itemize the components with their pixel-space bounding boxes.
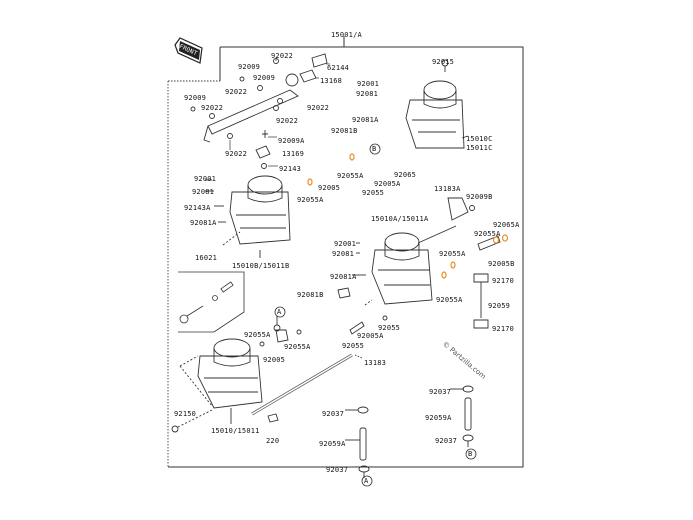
callout-label: 92170 (492, 277, 515, 285)
callout-label: 16021 (195, 254, 218, 262)
callout-label: 92055A (436, 296, 463, 304)
callout-label: 92055A (284, 343, 311, 351)
callout-label: 15010A/15011A (371, 215, 429, 223)
callout-label: 15010B/15011B (232, 262, 290, 270)
callout-label: 13183 (364, 359, 387, 367)
callout-label: 92081 (356, 90, 379, 98)
callout-label: 62144 (327, 64, 350, 72)
callout-label: 92065 (394, 171, 417, 179)
callout-label: 92009 (238, 63, 261, 71)
callout-label: 92009B (466, 193, 493, 201)
ref-marker-b: B (468, 450, 473, 458)
ref-marker-b: B (372, 145, 377, 153)
callout-label: 92037 (429, 388, 452, 396)
callout-label: 92005 (263, 356, 286, 364)
front-arrow-icon (174, 37, 203, 64)
callout-label: 92081A (330, 273, 357, 281)
callout-label: 92001 (334, 240, 357, 248)
callout-label: 92005B (488, 260, 515, 268)
callout-label: 92055A (337, 172, 364, 180)
callout-label: 92055A (297, 196, 324, 204)
callout-label: 15011C (466, 144, 493, 152)
callout-label: 92081 (332, 250, 355, 258)
callout-label: 92055 (342, 342, 365, 350)
callout-label: 92009A (278, 137, 305, 145)
callout-label: 13168 (320, 77, 343, 85)
callout-label: 92143 (279, 165, 302, 173)
callout-label: 92001 (194, 175, 217, 183)
callout-label: 13183A (434, 185, 461, 193)
callout-label: 92059A (319, 440, 346, 448)
callout-label: 92005A (357, 332, 384, 340)
callout-label: 92005A (374, 180, 401, 188)
carburetor-d (171, 316, 363, 433)
callout-label: 92037 (326, 466, 349, 474)
callout-label: 92009 (184, 94, 207, 102)
callout-label: 92170 (492, 325, 515, 333)
o-ring-highlights (307, 153, 509, 279)
callout-label: 92055A (244, 331, 271, 339)
callout-label: 92081 (192, 188, 215, 196)
callout-label: 92065A (493, 221, 520, 229)
callout-label: 92022 (201, 104, 224, 112)
callout-label: 92001 (357, 80, 380, 88)
callout-label: 92059A (425, 414, 452, 422)
callout-label: 92055 (362, 189, 385, 197)
callout-label: 15001/A (331, 31, 362, 39)
callout-label: 92059 (488, 302, 511, 310)
callout-label: 92022 (225, 88, 248, 96)
callout-label: 92055A (439, 250, 466, 258)
callout-label: 92081A (352, 116, 379, 124)
carburetor-b (205, 175, 291, 258)
vent-tubes (345, 385, 474, 478)
callout-label: 92055A (474, 230, 501, 238)
ref-marker-a: A (277, 308, 282, 316)
callout-label: 15010C (466, 135, 493, 143)
callout-label: 92150 (174, 410, 197, 418)
callout-label: 92037 (322, 410, 345, 418)
callout-label: 92005 (318, 184, 341, 192)
callout-label: 13169 (282, 150, 305, 158)
callout-label: 92022 (307, 104, 330, 112)
callout-label: 92081B (297, 291, 324, 299)
callout-label: 92037 (435, 437, 458, 445)
callout-label: 92022 (225, 150, 248, 158)
callout-label: 92015 (432, 58, 455, 66)
callout-label: 92081A (190, 219, 217, 227)
carburetor-a (337, 197, 501, 335)
ref-marker-a: A (364, 477, 369, 485)
callout-label: 15010/15011 (211, 427, 260, 435)
callout-label: 92055 (378, 324, 401, 332)
callout-label: 92022 (271, 52, 294, 60)
callout-label: 92143A (184, 204, 211, 212)
callout-label: 220 (266, 437, 280, 445)
callout-label: 92022 (276, 117, 299, 125)
carburetor-c (405, 59, 469, 149)
callout-label: 92009 (253, 74, 276, 82)
callout-label: 92081B (331, 127, 358, 135)
